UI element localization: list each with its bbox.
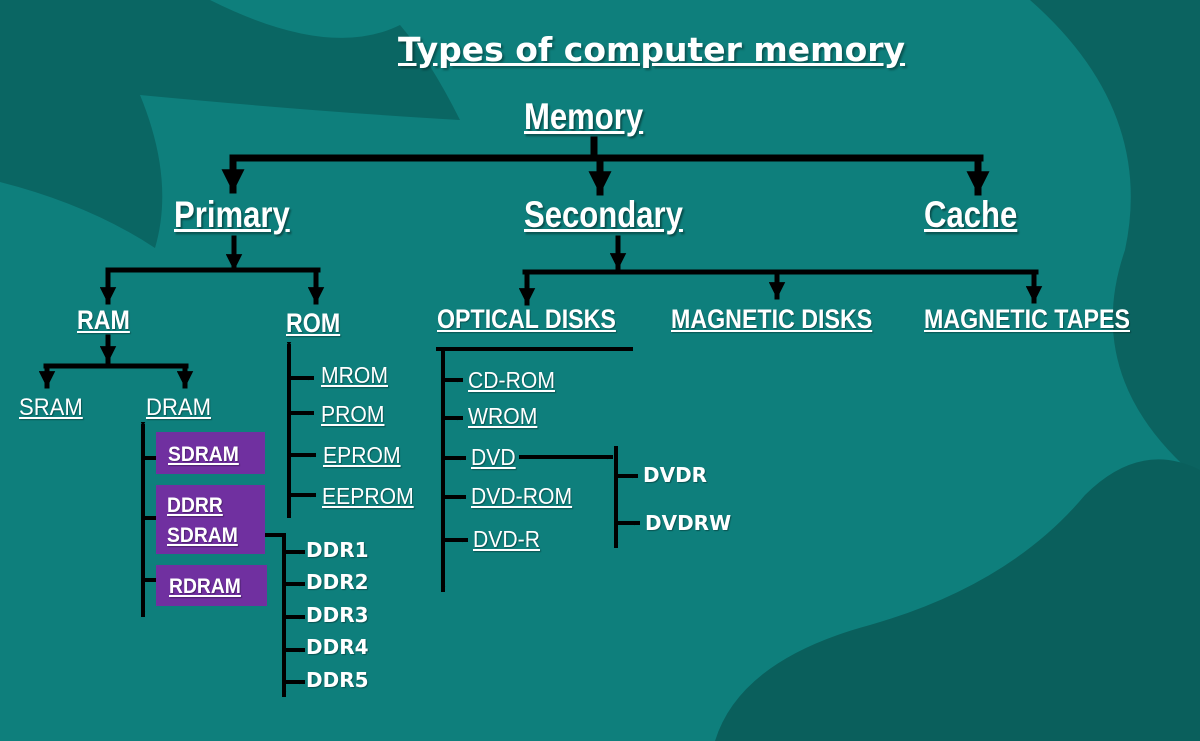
secondary-connector <box>518 235 1043 306</box>
sdram-node: SDRAM <box>168 443 239 466</box>
sram-node: SRAM <box>19 394 83 421</box>
dvd-connector <box>519 446 640 548</box>
magnetic-disks-node: MAGNETIC DISKS <box>671 304 873 334</box>
rdram-node: RDRAM <box>169 575 241 598</box>
cd-rom-node: CD-ROM <box>468 367 555 393</box>
dvdr-node: DVDR <box>643 463 708 487</box>
rdram-box <box>156 565 267 606</box>
ddrr-node-line2: SDRAM <box>167 524 238 547</box>
optical-connector <box>436 347 633 592</box>
ddrr-node-line1: DDRR <box>167 494 223 517</box>
ddr3-node: DDR3 <box>306 603 369 627</box>
bg-shape-right-edge <box>1030 0 1200 480</box>
primary-node: Primary <box>174 194 290 235</box>
eprom-node: EPROM <box>323 442 401 468</box>
ddr2-node: DDR2 <box>306 570 369 594</box>
ddr1-node: DDR1 <box>306 538 369 562</box>
optical-disks-node: OPTICAL DISKS <box>437 304 616 334</box>
dram-node: DRAM <box>146 394 212 421</box>
dvd-node: DVD <box>471 444 516 470</box>
mrom-node: MROM <box>321 362 389 388</box>
diagram-title: Types of computer memory <box>398 30 906 69</box>
secondary-node: Secondary <box>524 194 683 235</box>
wrom-node: WROM <box>468 403 538 429</box>
cache-node: Cache <box>924 194 1018 235</box>
rom-connector <box>286 341 316 518</box>
memory-node: Memory <box>524 96 644 137</box>
ddrr-sdram-box <box>156 485 265 554</box>
dvd-rom-node: DVD-ROM <box>471 483 573 509</box>
dvdrw-node: DVDRW <box>645 511 732 535</box>
rom-node: ROM <box>286 308 341 338</box>
memory-connector <box>221 136 990 196</box>
magnetic-tapes-node: MAGNETIC TAPES <box>924 304 1130 334</box>
primary-connector <box>99 235 325 305</box>
dvd-r-node: DVD-R <box>473 526 541 552</box>
eeprom-node: EEPROM <box>322 483 414 509</box>
ddr-connector <box>263 533 305 697</box>
bg-shape-top-left <box>0 0 460 248</box>
bg-shape-bottom-right <box>715 459 1200 741</box>
ram-node: RAM <box>77 305 130 335</box>
ram-connector <box>38 334 194 389</box>
ddr4-node: DDR4 <box>306 635 369 659</box>
prom-node: PROM <box>321 401 385 427</box>
sdram-box <box>156 432 265 474</box>
ddr5-node: DDR5 <box>306 668 369 692</box>
